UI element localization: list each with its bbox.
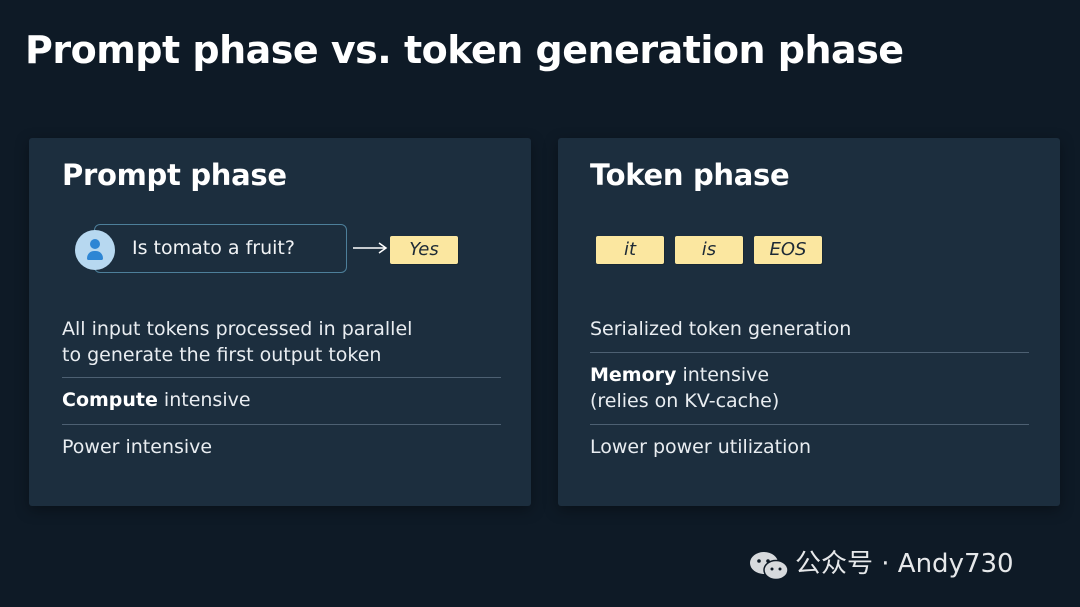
wechat-icon bbox=[750, 552, 789, 581]
user-avatar-icon bbox=[75, 230, 115, 270]
divider bbox=[590, 424, 1029, 425]
token-phase-title: Token phase bbox=[590, 158, 790, 192]
prompt-text: Is tomato a fruit? bbox=[132, 237, 295, 259]
prompt-item-power: Power intensive bbox=[62, 436, 213, 458]
token-item-power: Lower power utilization bbox=[590, 436, 812, 458]
token-item-memory-line2: (relies on KV-cache) bbox=[590, 390, 780, 412]
prompt-item-parallel-line1: All input tokens processed in parallel bbox=[62, 318, 413, 340]
prompt-item-parallel-line2: to generate the first output token bbox=[62, 344, 382, 366]
token-item-memory-bold: Memory bbox=[590, 364, 677, 386]
prompt-item-compute-bold: Compute bbox=[62, 389, 158, 411]
divider bbox=[590, 352, 1029, 353]
slide-title: Prompt phase vs. token generation phase bbox=[25, 28, 904, 72]
token-phase-panel: Token phase it is EOS Serialized token g… bbox=[558, 138, 1060, 506]
arrow-right-icon bbox=[353, 242, 388, 254]
divider bbox=[62, 424, 501, 425]
token-is: is bbox=[675, 236, 743, 264]
prompt-phase-panel: Prompt phase Is tomato a fruit? Yes All … bbox=[29, 138, 531, 506]
token-item-memory-rest: intensive bbox=[676, 364, 770, 386]
token-item-memory-line1: Memory intensive bbox=[590, 362, 779, 388]
divider bbox=[62, 377, 501, 378]
prompt-bubble: Is tomato a fruit? bbox=[94, 224, 347, 273]
token-eos: EOS bbox=[754, 236, 822, 264]
prompt-item-parallel: All input tokens processed in parallel t… bbox=[62, 316, 412, 368]
output-token-yes: Yes bbox=[390, 236, 458, 264]
watermark-text: 公众号 · Andy730 bbox=[795, 549, 1014, 579]
token-item-memory: Memory intensive (relies on KV-cache) bbox=[590, 362, 779, 414]
prompt-item-compute-rest: intensive bbox=[157, 389, 251, 411]
prompt-phase-title: Prompt phase bbox=[62, 158, 287, 192]
prompt-item-compute: Compute intensive bbox=[62, 387, 251, 413]
token-it: it bbox=[596, 236, 664, 264]
token-item-serialized: Serialized token generation bbox=[590, 318, 852, 340]
